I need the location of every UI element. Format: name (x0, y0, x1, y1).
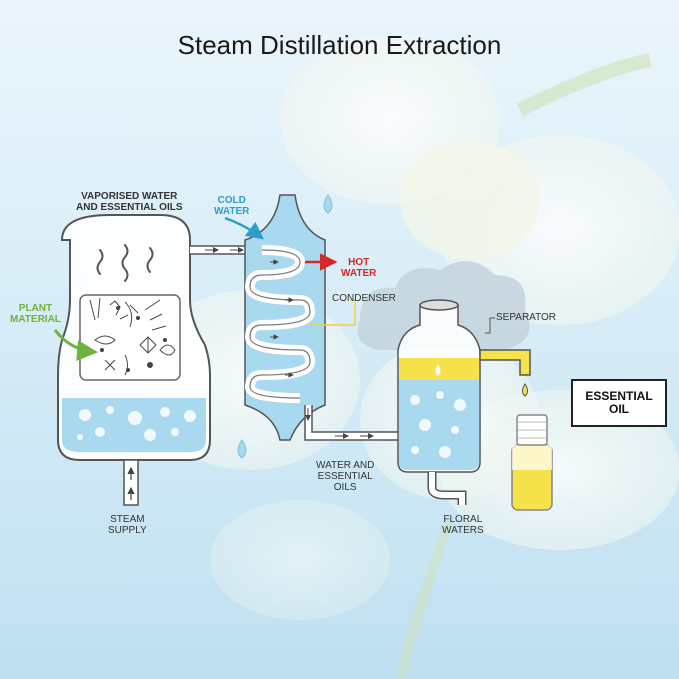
vaporised-label-line2: AND ESSENTIAL OILS (76, 202, 183, 213)
water-oils-label-line2: ESSENTIAL (317, 471, 373, 482)
separator-pointer (485, 317, 495, 334)
plant-label-line2: MATERIAL (10, 314, 61, 325)
steam-label-line2: SUPPLY (108, 525, 147, 536)
cold-water-label: COLD WATER (214, 195, 249, 217)
vaporised-label-line1: VAPORISED WATER (81, 191, 178, 202)
condenser-pointer (310, 299, 356, 326)
diagram-title: Steam Distillation Extraction (177, 30, 502, 60)
separator-vessel (397, 299, 531, 505)
condenser-label: CONDENSER (332, 293, 396, 304)
plant-material-arrow (53, 329, 98, 362)
hot-label-line1: HOT (348, 257, 370, 268)
essential-label-line2: OIL (609, 402, 629, 416)
hot-label-line2: WATER (341, 268, 377, 279)
essential-label-line1: ESSENTIAL (585, 389, 653, 403)
water-and-oils-label: WATER AND ESSENTIAL OILS (316, 460, 374, 493)
water-oils-label-line3: OILS (333, 482, 357, 493)
cold-label-line1: COLD (217, 195, 246, 206)
hot-water-label: HOT WATER (341, 257, 376, 279)
water-oils-label-line1: WATER AND (316, 460, 375, 471)
cold-label-line2: WATER (214, 206, 250, 217)
plant-material-label: PLANT MATERIAL (10, 303, 61, 325)
plant-leaves (100, 306, 167, 372)
steam-label-line1: STEAM (110, 514, 145, 525)
floral-label-line2: WATERS (442, 525, 484, 536)
vaporised-label: VAPORISED WATER AND ESSENTIAL OILS (76, 191, 183, 213)
essential-oil-label-box: ESSENTIAL OIL (571, 379, 667, 427)
plant-material-drawing (89, 297, 176, 376)
plant-label-line1: PLANT (18, 303, 53, 314)
steam-supply-label: STEAM SUPPLY (108, 514, 147, 536)
still-vessel (57, 214, 211, 461)
steam-supply-pipe (123, 459, 139, 506)
floral-label-line1: FLORAL (443, 514, 483, 525)
floral-waters-label: FLORAL WATERS (442, 514, 484, 536)
cold-water-arrow (224, 216, 264, 240)
separator-label: SEPARATOR (496, 312, 557, 323)
essential-oil-bottle (511, 414, 553, 511)
